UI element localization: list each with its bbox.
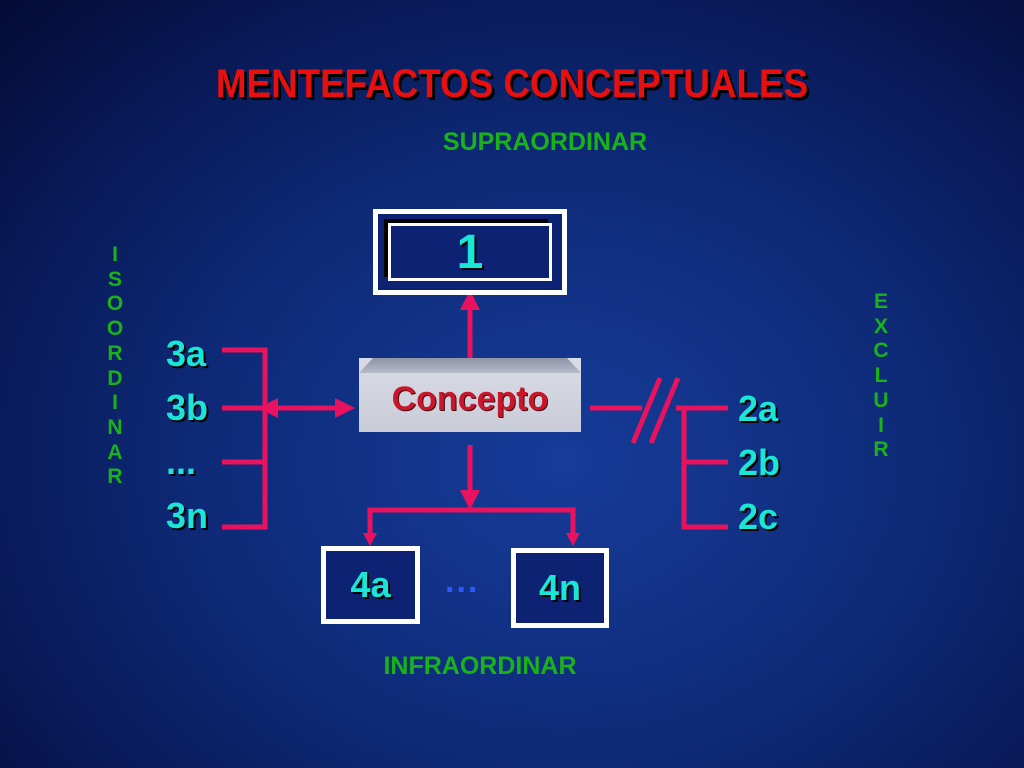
isoordinar-letter: N <box>107 415 123 439</box>
supraordinate-number: 1 <box>456 225 484 279</box>
isoordinate-item: ... <box>166 441 197 482</box>
excluir-letter: X <box>873 314 888 338</box>
infraordinate-item: 4a <box>350 564 391 605</box>
isoordinar-letter: I <box>112 243 118 266</box>
exclusion-list: 2a 2b 2c <box>738 382 780 544</box>
exclusion-item: 2c <box>738 496 779 537</box>
isoordinar-letter: D <box>107 366 123 390</box>
page-title: MENTEFACTOS CONCEPTUALES <box>215 62 809 106</box>
excluir-letter: E <box>873 290 888 313</box>
exclusion-bracket <box>681 405 728 530</box>
isoordinar-letter: A <box>107 440 123 464</box>
excluir-letter: C <box>873 339 889 363</box>
infra-branch <box>367 507 576 540</box>
concept-block-bevel <box>359 358 581 373</box>
supraordinar-label: SUPRAORDINAR <box>442 128 648 156</box>
infraordinar-label: INFRAORDINAR <box>383 652 577 680</box>
isoordinar-letter: S <box>107 267 122 291</box>
supraordinate-inner-frame: 1 <box>388 223 552 281</box>
exclusion-item: 2a <box>738 388 779 429</box>
isoordinar-letter: O <box>106 292 124 316</box>
central-concept-block: Concepto <box>359 358 581 432</box>
exclusion-slash-2 <box>648 377 681 444</box>
infraordinate-item: 4n <box>538 567 581 608</box>
excluir-letter: L <box>874 364 888 388</box>
isoordinar-letter: I <box>112 391 118 415</box>
isoordinar-vertical-label: I S O O R D I N A R <box>100 243 130 490</box>
isoordinate-item: 3a <box>166 333 207 374</box>
isoordinate-item: 3b <box>166 387 209 428</box>
infraordinate-ellipsis: ... <box>445 562 480 600</box>
exclusion-slash-1 <box>630 377 663 444</box>
excluir-letter: R <box>873 438 889 462</box>
exclusion-item: 2b <box>738 442 781 483</box>
isoordinate-list: 3a 3b ... 3n <box>166 327 208 543</box>
isoordinar-letter: O <box>106 317 124 341</box>
isoordinate-bracket <box>222 347 268 530</box>
isoordinar-letter: R <box>107 465 123 489</box>
excluir-letter: U <box>873 388 889 412</box>
infraordinate-box-4n: 4n <box>511 548 609 628</box>
isoordinate-item: 3n <box>166 495 209 536</box>
central-concept-label: Concepto <box>391 380 549 418</box>
infraordinate-box-4a: 4a <box>321 546 420 624</box>
excluir-vertical-label: E X C L U I R <box>866 290 896 463</box>
excluir-letter: I <box>878 413 884 437</box>
supraordinate-box: 1 <box>373 209 567 295</box>
isoordinar-letter: R <box>107 341 123 365</box>
